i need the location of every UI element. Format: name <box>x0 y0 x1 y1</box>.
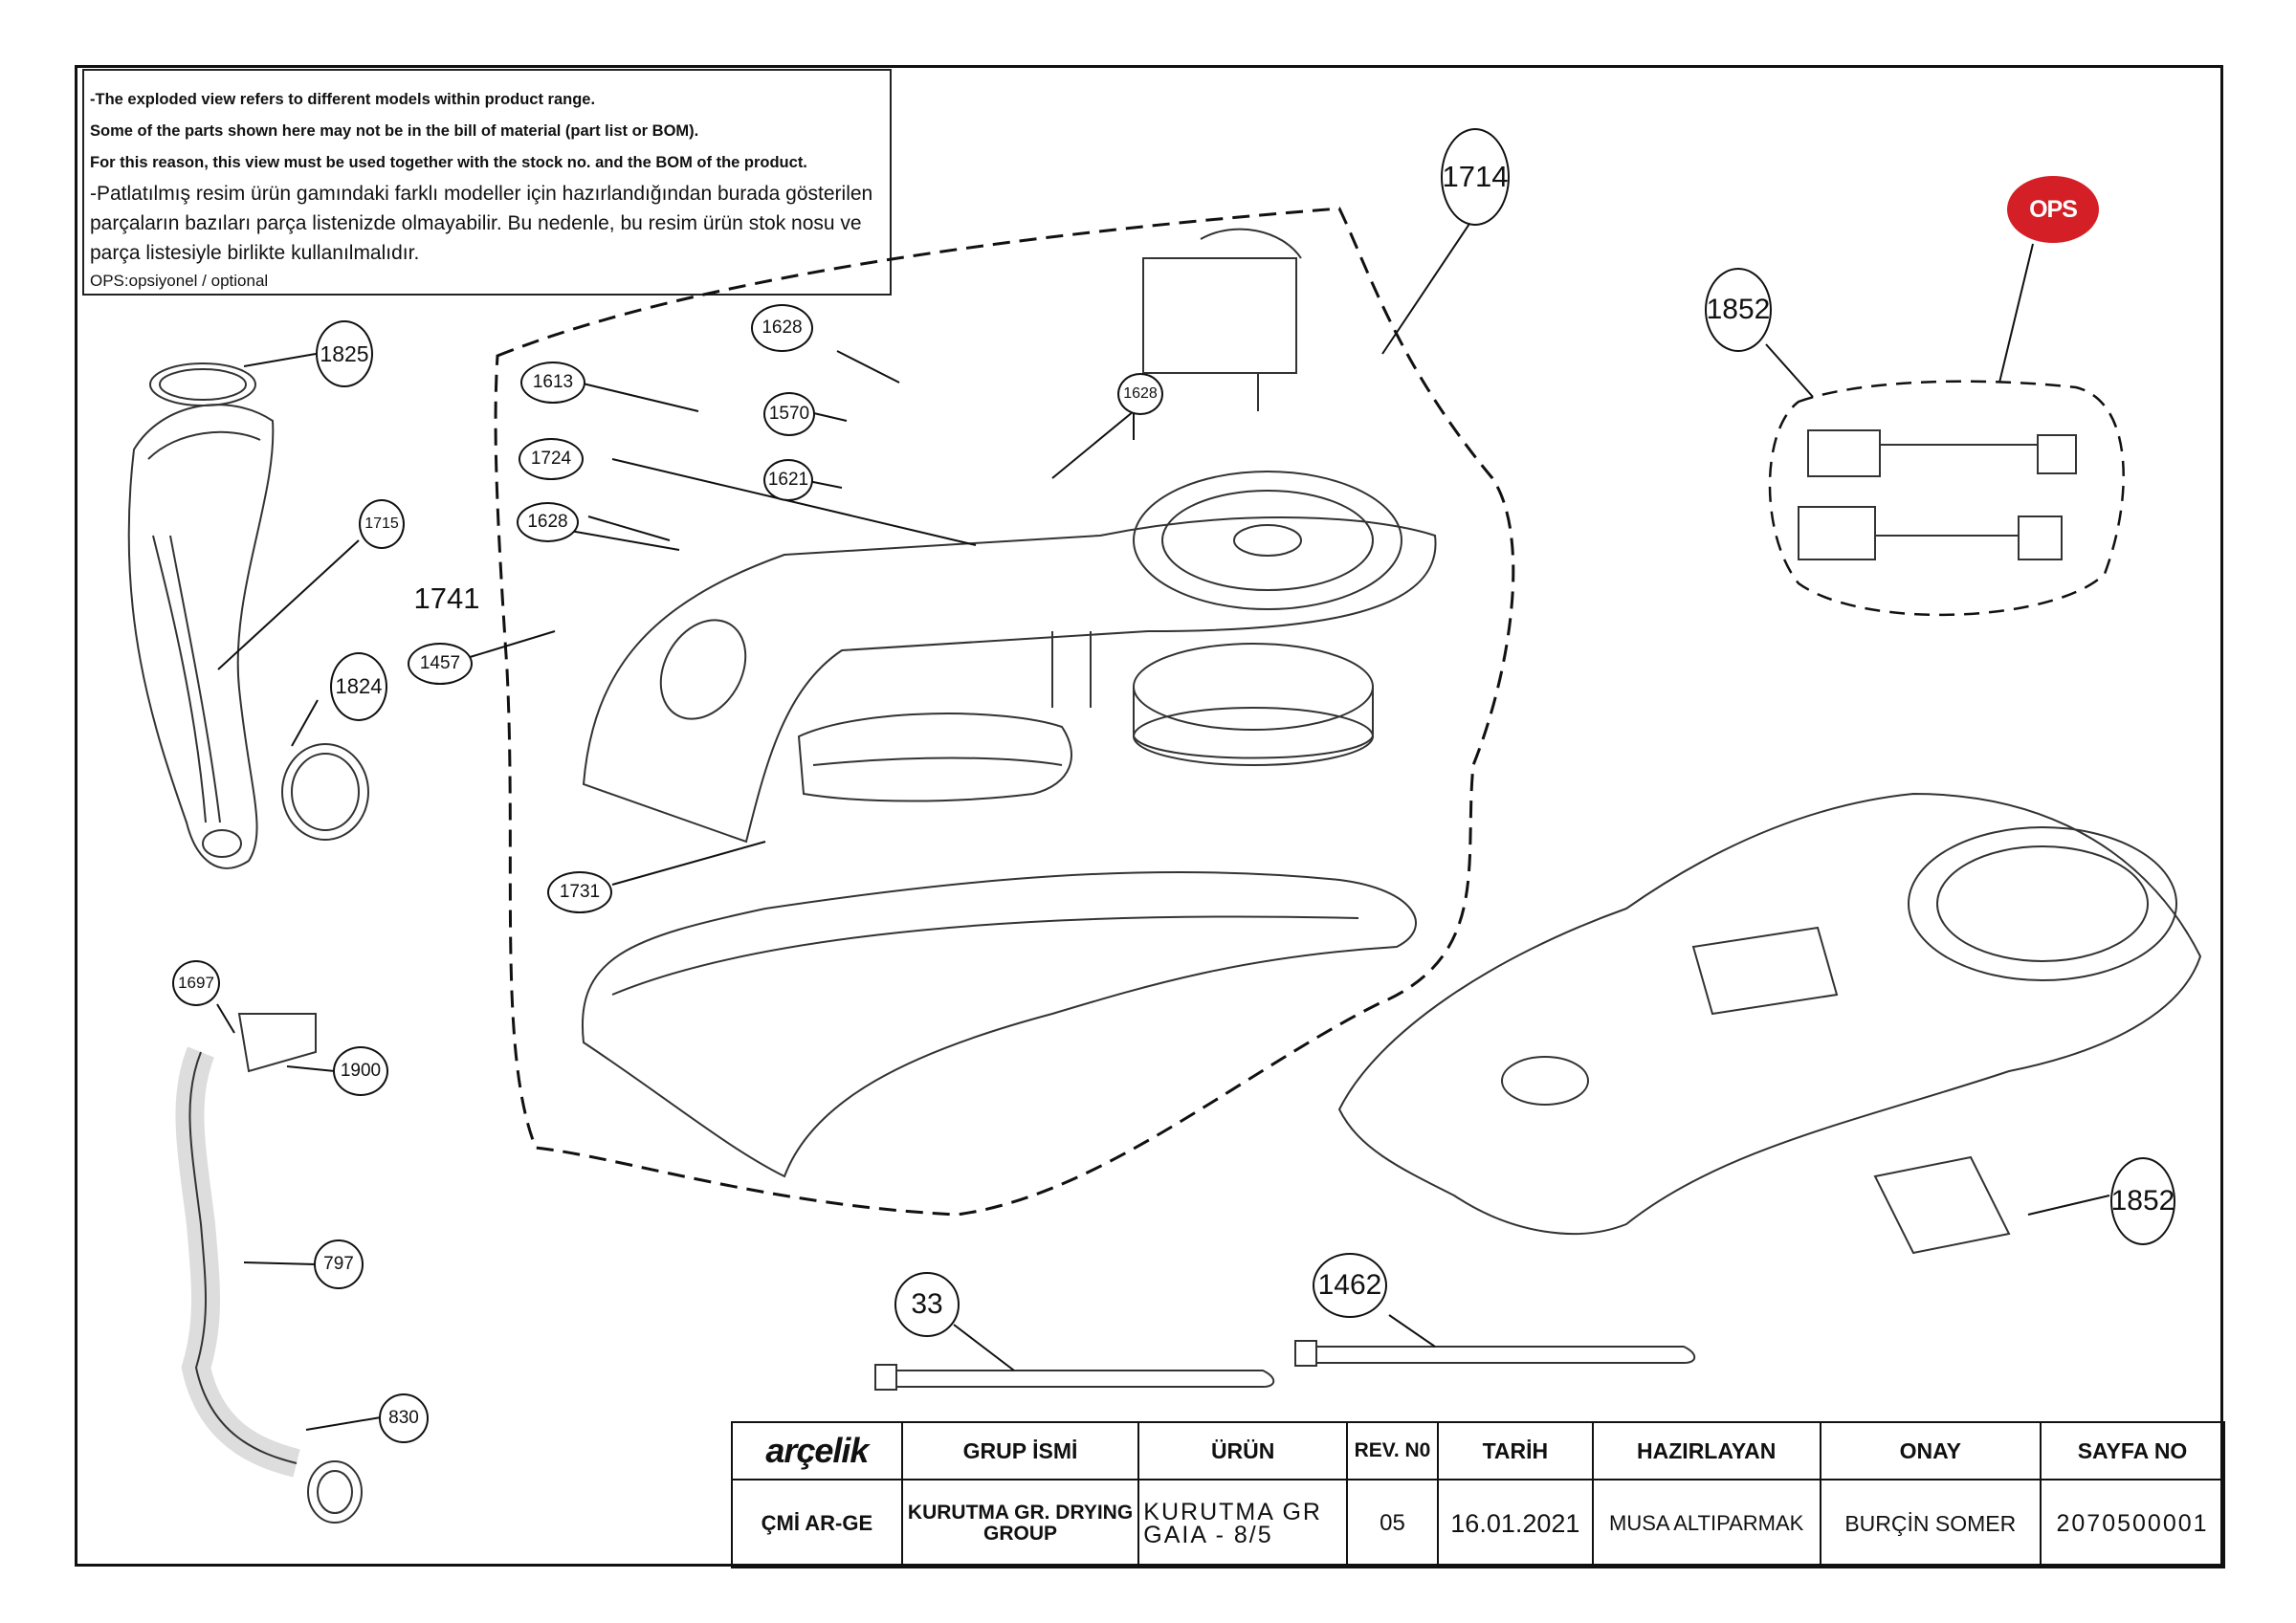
base-assembly <box>1337 792 2202 1255</box>
callout-1613: 1613 <box>520 362 585 404</box>
leader-lines <box>216 214 2110 1431</box>
urun-value: KURUTMA GR GAIA - 8/5 <box>1137 1479 1349 1568</box>
company-logo: arçelik <box>731 1421 903 1480</box>
sensor-harness <box>1798 429 2077 560</box>
callout-1852-top: 1852 <box>1705 268 1772 352</box>
callout-1714: 1714 <box>1441 128 1510 226</box>
callout-33: 33 <box>894 1272 960 1337</box>
ops-badge: OPS <box>2007 176 2099 243</box>
group-boundary-1714 <box>494 207 1515 1217</box>
department: ÇMİ AR-GE <box>731 1479 903 1568</box>
callout-1741: 1741 <box>409 564 484 633</box>
grup-header: GRUP İSMİ <box>900 1421 1140 1480</box>
duct-assembly-left <box>127 362 369 869</box>
callout-1731: 1731 <box>547 871 612 913</box>
lower-duct <box>581 870 1417 1178</box>
group-boundary-1852 <box>1768 380 2125 617</box>
callout-1852-bottom: 1852 <box>2110 1157 2175 1245</box>
note-ops: OPS:opsiyonel / optional <box>90 272 269 290</box>
callout-1457: 1457 <box>408 643 473 685</box>
callout-1824: 1824 <box>330 652 387 721</box>
callout-1724: 1724 <box>519 438 584 480</box>
heater <box>797 631 1092 802</box>
callout-1825: 1825 <box>316 320 373 387</box>
callout-1621: 1621 <box>763 459 813 501</box>
callout-830: 830 <box>379 1393 429 1443</box>
title-block: arçelik GRUP İSMİ ÜRÜN REV. N0 TARİH HAZ… <box>731 1421 2225 1568</box>
sayfa-value: 2070500001 <box>2040 1479 2225 1568</box>
grup-value: KURUTMA GR. DRYING GROUP <box>900 1479 1140 1568</box>
callout-1715: 1715 <box>359 499 405 549</box>
fan-housing-top <box>582 471 1437 844</box>
callout-1900: 1900 <box>333 1046 388 1096</box>
callout-1462: 1462 <box>1313 1253 1387 1318</box>
note-tr-2: parçaların bazıları parça listenizde olm… <box>90 212 862 234</box>
drain-hose <box>175 1013 363 1524</box>
arcelik-logo: arçelik <box>765 1431 869 1470</box>
sayfa-header: SAYFA NO <box>2040 1421 2225 1480</box>
note-tr-3: parça listesiyle birlikte kullanılmalıdı… <box>90 242 420 264</box>
motor <box>1142 228 1302 411</box>
note-en-3: For this reason, this view must be used … <box>90 154 807 171</box>
hazirlayan-header: HAZIRLAYAN <box>1591 1421 1821 1480</box>
tarih-header: TARİH <box>1436 1421 1594 1480</box>
onay-header: ONAY <box>1819 1421 2042 1480</box>
callout-1628-top: 1628 <box>751 304 813 352</box>
note-tr-1: -Patlatılmış resim ürün gamındaki farklı… <box>90 183 873 205</box>
hazirlayan-value: MUSA ALTIPARMAK <box>1591 1479 1821 1568</box>
rev-value: 05 <box>1346 1479 1439 1568</box>
fan-wheel <box>1133 643 1374 766</box>
callout-1570: 1570 <box>763 392 815 436</box>
callout-797: 797 <box>314 1239 364 1289</box>
urun-header: ÜRÜN <box>1137 1421 1349 1480</box>
callout-1628-left: 1628 <box>517 502 579 542</box>
note-en-1: -The exploded view refers to different m… <box>90 91 596 108</box>
callout-1697: 1697 <box>172 960 220 1006</box>
tarih-value: 16.01.2021 <box>1436 1479 1594 1568</box>
disclaimer-notes: -The exploded view refers to different m… <box>82 69 892 296</box>
note-en-2: Some of the parts shown here may not be … <box>90 122 699 140</box>
rev-header: REV. N0 <box>1346 1421 1439 1480</box>
cable-ties <box>874 1340 1696 1391</box>
onay-value: BURÇİN SOMER <box>1819 1479 2042 1568</box>
callout-1628-right: 1628 <box>1117 373 1163 415</box>
